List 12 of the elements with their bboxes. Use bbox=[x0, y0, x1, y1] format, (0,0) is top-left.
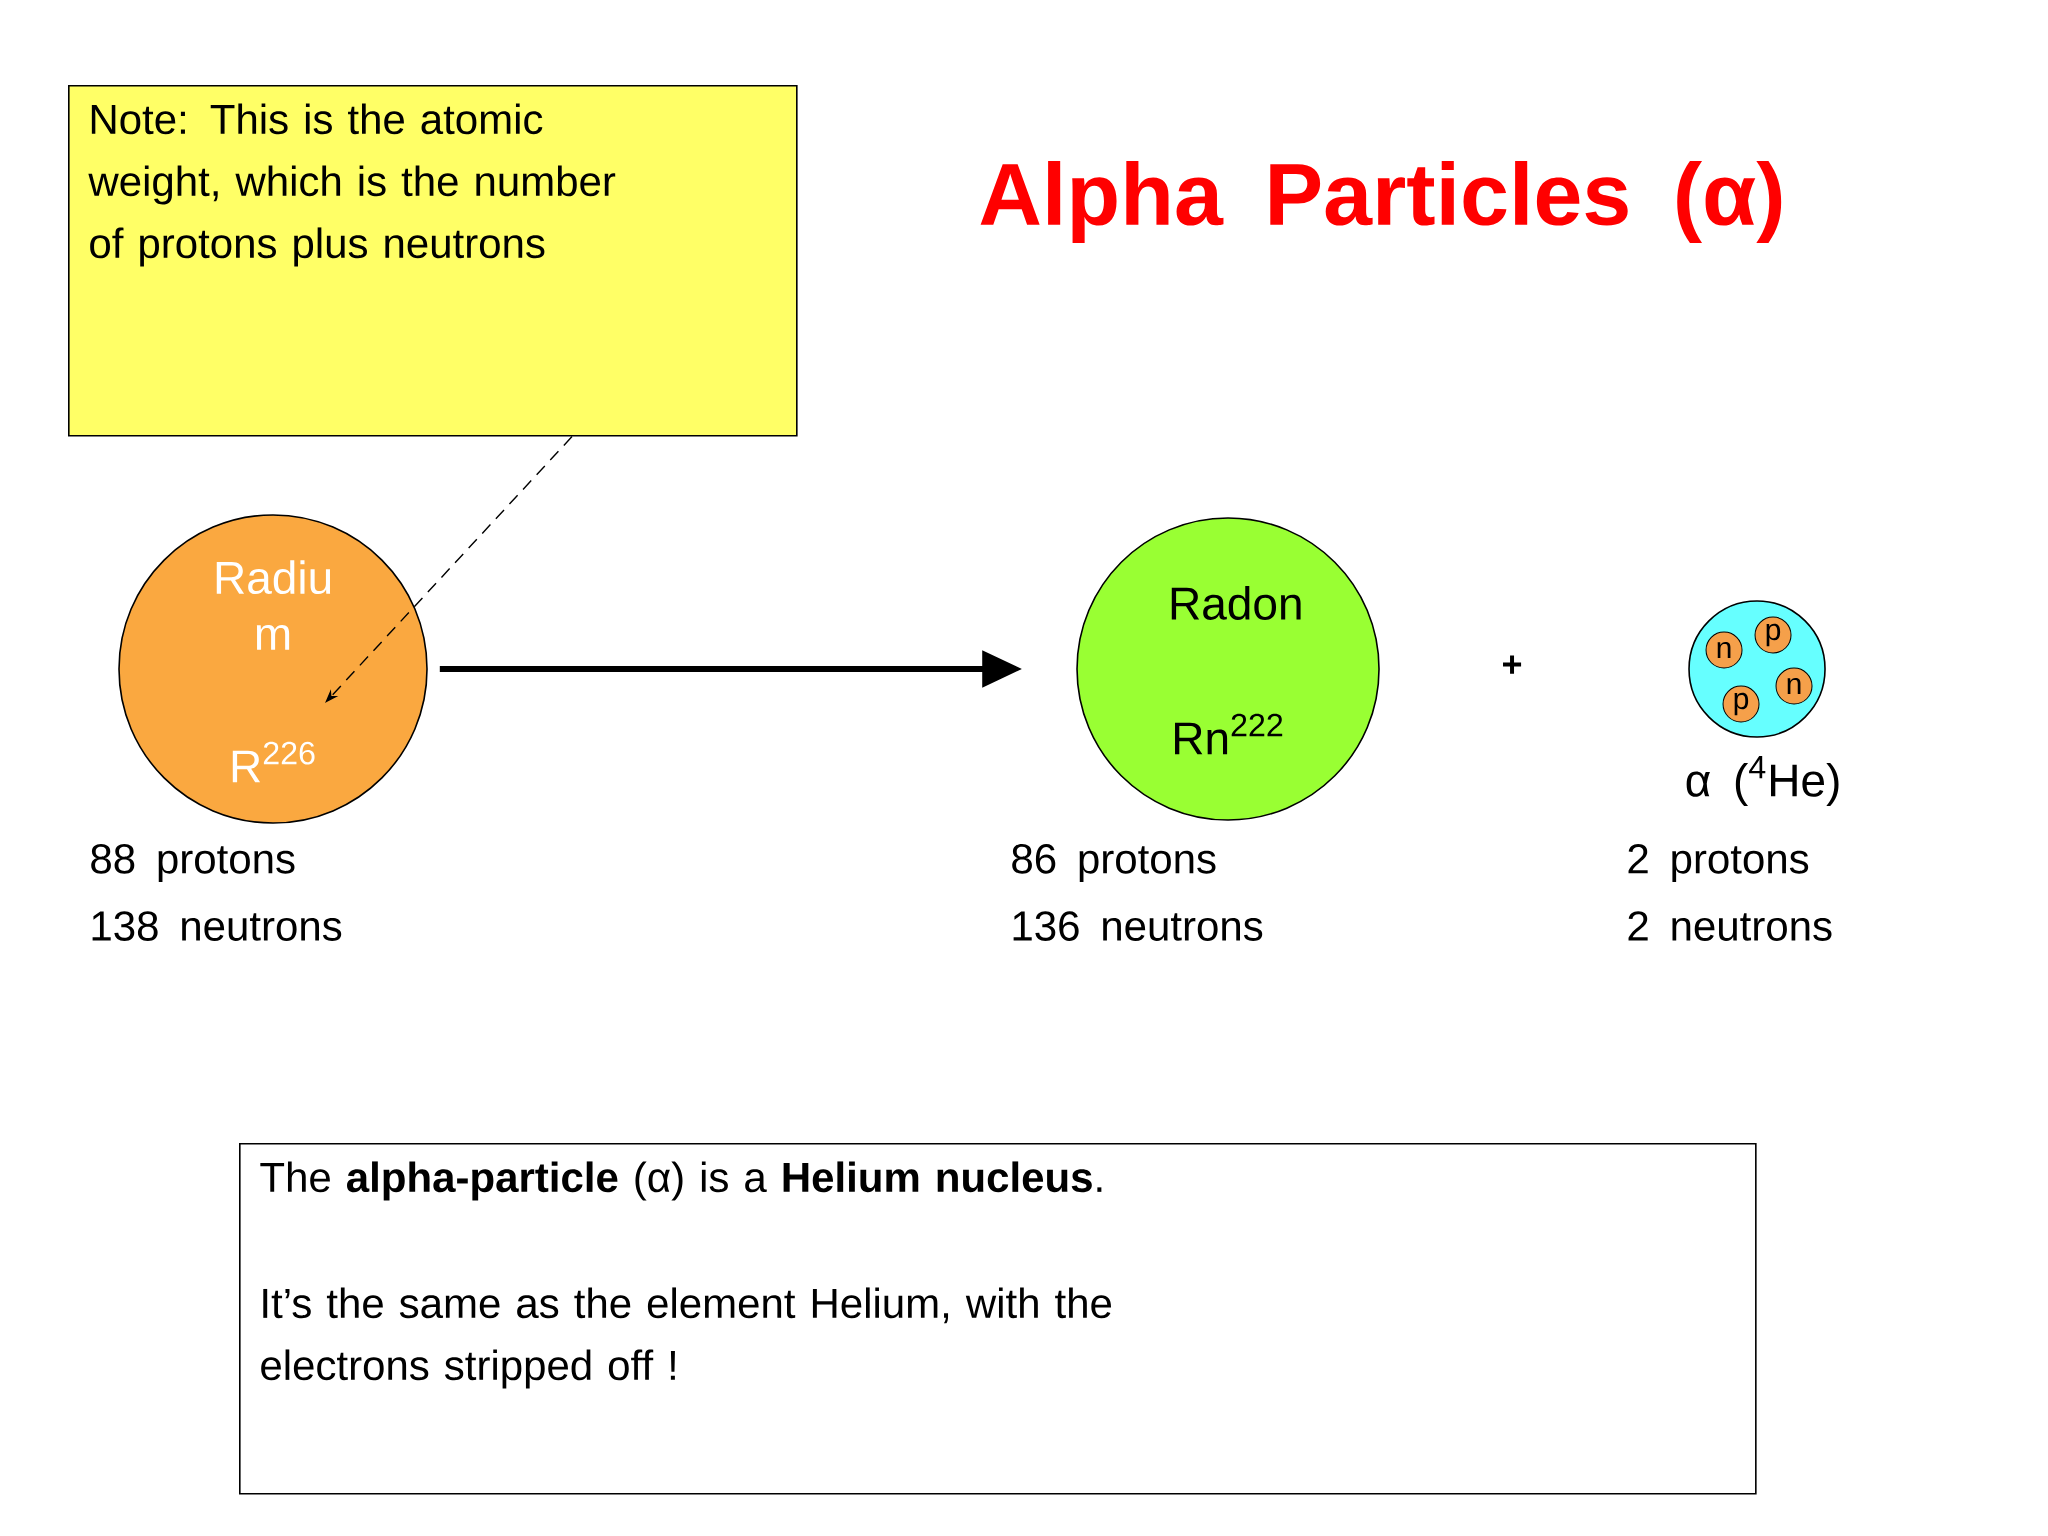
count-text: 86 protons bbox=[1012, 844, 1216, 883]
count-text: 2 protons bbox=[1628, 844, 1809, 883]
count-text: 88 protons bbox=[91, 844, 295, 883]
node-label: α ($^{4}$He) bbox=[1686, 756, 1839, 806]
count-text: 136 neutrons bbox=[1013, 911, 1263, 941]
count-text: 2 neutrons bbox=[1628, 911, 1832, 941]
text-box: The alpha-particle (α) is a Helium nucleus. It’s the same as the element Helium, with the electrons stripped off ! bbox=[239, 1143, 1757, 1495]
count-text: 138 neutrons bbox=[92, 911, 342, 941]
title: Alpha Particles (α) bbox=[980, 161, 1782, 243]
leader-line bbox=[325, 435, 573, 703]
note-box: Note: This is the atomic weight, which is the number of protons plus neutrons bbox=[68, 85, 798, 437]
plus-sign: + bbox=[1503, 655, 1522, 674]
